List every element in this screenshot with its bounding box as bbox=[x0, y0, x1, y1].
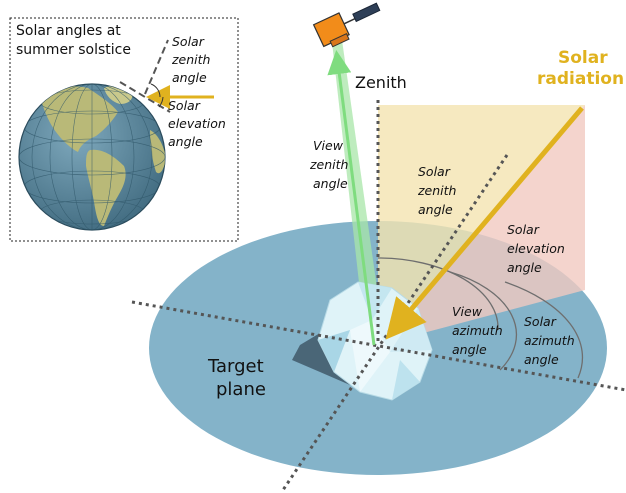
view-azimuth-arc-2 bbox=[449, 271, 518, 371]
target-plane-label-1: Target bbox=[207, 356, 264, 377]
inset-zenith-label-1: Solar bbox=[172, 34, 205, 49]
inset-elevation-label-1: Solar bbox=[168, 98, 201, 113]
view-azimuth-label-3: angle bbox=[452, 342, 487, 357]
inset-zenith-arc bbox=[150, 83, 161, 98]
solar-radiation-label-2: radiation bbox=[537, 69, 624, 89]
continent-north-america bbox=[40, 86, 118, 152]
view-arrow bbox=[327, 50, 376, 346]
inset-title-line1: Solar angles at bbox=[16, 23, 121, 39]
inset-elevation-label-2: elevation bbox=[168, 116, 226, 131]
inset-elevation-arc bbox=[158, 96, 164, 108]
view-zenith-label-2: zenith bbox=[309, 157, 349, 172]
globe-icon bbox=[18, 83, 166, 231]
zenith-label: Zenith bbox=[355, 73, 407, 92]
inset-title-line2: summer solstice bbox=[16, 42, 131, 58]
view-azimuth-label-1: View bbox=[452, 304, 483, 319]
inset-zenith-label-2: zenith bbox=[171, 52, 211, 67]
solar-elevation-label-2: elevation bbox=[507, 241, 565, 256]
solar-elevation-label-1: Solar bbox=[507, 222, 540, 237]
solar-radiation-label-1: Solar bbox=[558, 48, 608, 68]
inset-zenith-label-3: angle bbox=[172, 70, 207, 85]
inset-elevation-label-3: angle bbox=[168, 134, 203, 149]
solar-azimuth-label-3: angle bbox=[524, 352, 559, 367]
solar-azimuth-label-2: azimuth bbox=[524, 333, 575, 348]
target-plane-label-2: plane bbox=[216, 379, 266, 400]
inset-zenith-line bbox=[144, 39, 169, 95]
solar-azimuth-arc bbox=[504, 281, 584, 379]
solar-azimuth-label-1: Solar bbox=[524, 314, 557, 329]
solar-elevation-label-3: angle bbox=[507, 260, 542, 275]
satellite-icon bbox=[312, 2, 381, 48]
view-azimuth-label-2: azimuth bbox=[452, 323, 503, 338]
view-azimuth-arc bbox=[377, 257, 499, 331]
view-zenith-label-3: angle bbox=[313, 176, 348, 191]
view-zenith-label-1: View bbox=[313, 138, 344, 153]
solar-zenith-label-1: Solar bbox=[418, 164, 451, 179]
solar-zenith-label-2: zenith bbox=[417, 183, 457, 198]
continent-south-america bbox=[86, 149, 126, 226]
solar-radiation-arrow bbox=[385, 106, 584, 340]
inset-panel: Solar angles at summer solstice bbox=[9, 17, 239, 242]
solar-zenith-label-3: angle bbox=[418, 202, 453, 217]
